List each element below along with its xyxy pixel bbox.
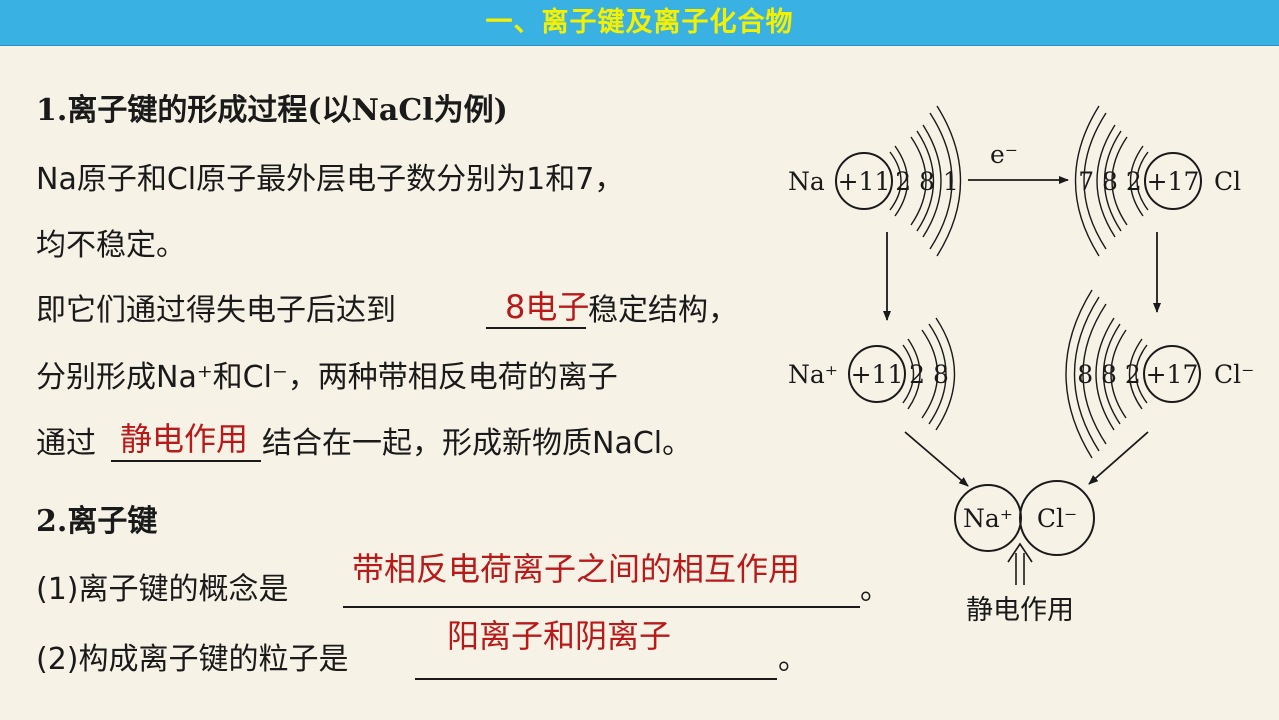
double-up-arrow-icon (1007, 542, 1033, 585)
section1-heading: 1.离子键的形成过程(以NaCl为例) (36, 93, 508, 128)
cl-ion-nucleus-charge: +17 (1146, 360, 1199, 389)
cl-shell-arcs (1074, 105, 1149, 257)
electrostatic-force-label: 静电作用 (966, 595, 1074, 626)
question2-prefix: (2)构成离子键的粒子是 (36, 642, 349, 677)
question2-end: 。 (778, 642, 808, 677)
na-ion-shell-electrons: 2 8 (909, 360, 949, 389)
na-ion-nucleus-charge: +11 (851, 360, 904, 389)
answer-electrostatic: 静电作用 (120, 420, 249, 458)
answer-8-electron: 8电子 (505, 288, 590, 326)
cl-ion-symbol: Cl⁻ (1214, 360, 1254, 389)
electron-label: e⁻ (990, 140, 1018, 169)
answer-particles: 阳离子和阴离子 (447, 617, 672, 655)
sodium-ion: Na⁺ +11 2 8 (788, 317, 956, 431)
cl-atom-symbol: Cl (1214, 167, 1241, 196)
chloride-ion: 8 8 2 +17 Cl⁻ (1065, 289, 1254, 459)
sodium-atom: Na +11 2 8 1 (788, 105, 962, 257)
paragraph2-line1-after: 稳定结构， (588, 293, 738, 328)
sodium-chloride-pair: Na⁺ Cl⁻ (954, 480, 1095, 556)
header-banner (0, 0, 1279, 46)
slide-title: 一、离子键及离子化合物 (485, 7, 794, 38)
cl-nucleus-circle (1144, 152, 1202, 210)
paragraph2-line1-before: 即它们通过得失电子后达到 (36, 293, 396, 328)
na-nucleus-charge: +11 (838, 167, 891, 196)
chlorine-atom: 7 8 2 +17 Cl (1074, 105, 1241, 257)
section2-heading: 2.离子键 (36, 504, 158, 539)
paragraph2-line2: 分别形成Na⁺和Cl⁻，两种带相反电荷的离子 (36, 360, 618, 395)
na-ion-symbol: Na⁺ (788, 360, 838, 389)
paragraph2-line3-after: 结合在一起，形成新物质NaCl。 (262, 426, 693, 461)
na-ion-shell-arcs (902, 317, 956, 431)
na-shell-electrons: 2 8 1 (895, 167, 959, 196)
na-shell-arcs (889, 105, 962, 257)
question1-end: 。 (860, 572, 890, 607)
pair-cl-label: Cl⁻ (1037, 504, 1077, 533)
cl-ion-shell-arcs (1065, 289, 1148, 459)
na-atom-symbol: Na (788, 167, 825, 196)
na-ion-nucleus-circle (848, 345, 906, 403)
fill-blank-3[interactable] (343, 606, 860, 608)
cl-nucleus-charge: +17 (1147, 167, 1200, 196)
paragraph1-line1: Na原子和Cl原子最外层电子数分别为1和7， (36, 162, 625, 197)
fill-blank-4[interactable] (415, 678, 777, 680)
pair-na-label: Na⁺ (963, 504, 1013, 533)
na-nucleus-circle (835, 152, 893, 210)
answer-ionic-bond-definition: 带相反电荷离子之间的相互作用 (352, 550, 801, 588)
cl-ion-approach-arrow (1088, 431, 1149, 485)
na-ion-approach-arrow (904, 431, 969, 487)
paragraph1-line2: 均不稳定。 (36, 228, 186, 263)
pair-cl-circle (1019, 480, 1095, 556)
question1-prefix: (1)离子键的概念是 (36, 572, 289, 607)
cl-ion-nucleus-circle (1143, 345, 1201, 403)
paragraph2-line3-before: 通过 (36, 426, 96, 461)
fill-blank-2[interactable] (111, 460, 261, 462)
fill-blank-1[interactable] (486, 327, 586, 329)
